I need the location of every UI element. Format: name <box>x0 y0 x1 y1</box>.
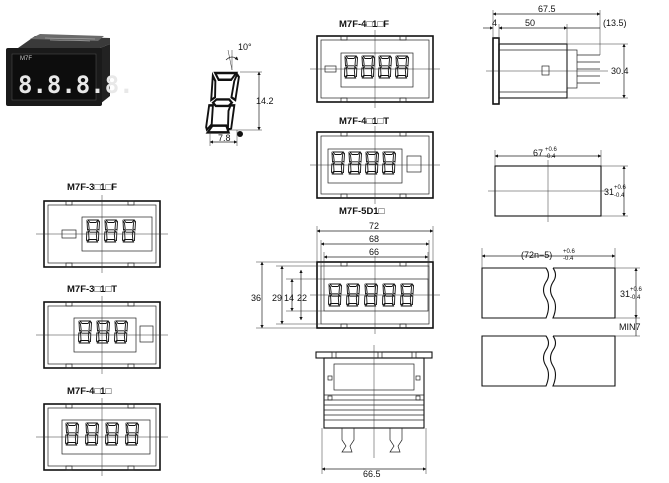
dim-29-label: 29 <box>272 293 282 303</box>
dim-4-label: 4 <box>492 18 497 28</box>
title-m7f-3-1-f: M7F-3□1□F <box>67 182 117 193</box>
dim-30-4-label: 30.4 <box>611 66 629 76</box>
dim-66-5-label: 66.5 <box>363 469 381 479</box>
digit-height-label: 14.2 <box>256 96 274 106</box>
title-m7f-5d1: M7F-5D1□ <box>339 206 385 217</box>
cutout-width-label: 67 <box>533 148 543 158</box>
gang-height-tol-plus: +0.6 <box>630 287 643 293</box>
front-m7f-4-1-f <box>310 30 440 108</box>
product-photo: M7F 8.8.8.8. <box>6 34 134 106</box>
title-m7f-3-1-t: M7F-3□1□T <box>67 284 117 295</box>
front-m7f-4-1-t <box>310 126 440 204</box>
dim-72-label: 72 <box>369 221 379 231</box>
dim-36-label: 36 <box>251 293 261 303</box>
dim-67-5-label: 67.5 <box>538 4 556 14</box>
photo-digits: 8.8.8.8. <box>18 71 134 99</box>
dim-14-label: 14 <box>284 293 294 303</box>
front-m7f-4-1 <box>36 398 168 476</box>
cutout-height-tol-minus: -0.4 <box>614 193 625 199</box>
gang-height-label: 31 <box>620 289 630 299</box>
decimal-point-icon <box>237 131 243 137</box>
digit-detail: 10° 14.2 7.8 <box>204 42 274 146</box>
gang-width-tol-plus: +0.6 <box>563 249 576 255</box>
gang-cutout: (72n−5) +0.6 -0.4 31 +0.6 -0.4 MIN7 <box>481 248 643 387</box>
gang-height-tol-minus: -0.4 <box>630 295 641 301</box>
photo-maker-label: M7F <box>20 56 32 62</box>
panel-cutout: 67 +0.6 -0.4 31 +0.6 -0.4 <box>488 147 628 222</box>
digit-angle-label: 10° <box>238 42 252 52</box>
gang-width-label: (72n−5) <box>521 250 552 260</box>
gang-width-tol-minus: -0.4 <box>563 256 574 262</box>
digit-width-label: 7.8 <box>218 133 231 143</box>
dim-13-5-label: (13.5) <box>603 18 627 28</box>
dim-68-label: 68 <box>369 234 379 244</box>
dim-50-label: 50 <box>525 18 535 28</box>
gang-min-gap-label: MIN7 <box>619 322 641 332</box>
cutout-width-tol-minus: -0.4 <box>545 154 556 160</box>
title-m7f-4-1-t: M7F-4□1□T <box>339 116 389 127</box>
side-view: 67.5 4 50 (13.5) 30.4 <box>483 4 629 105</box>
front-m7f-3-1-t <box>36 296 168 374</box>
front-m7f-3-1-f <box>36 195 168 273</box>
front-m7f-5d1: 72 68 66 36 29 14 22 <box>251 221 440 334</box>
dim-66-label: 66 <box>369 247 379 257</box>
cutout-width-tol-plus: +0.6 <box>545 147 558 153</box>
title-m7f-4-1: M7F-4□1□ <box>67 386 111 397</box>
dim-22-label: 22 <box>297 293 307 303</box>
cutout-height-tol-plus: +0.6 <box>614 185 627 191</box>
bottom-view: 66.5 <box>315 345 433 479</box>
cutout-height-label: 31 <box>604 187 614 197</box>
title-m7f-4-1-f: M7F-4□1□F <box>339 19 389 30</box>
